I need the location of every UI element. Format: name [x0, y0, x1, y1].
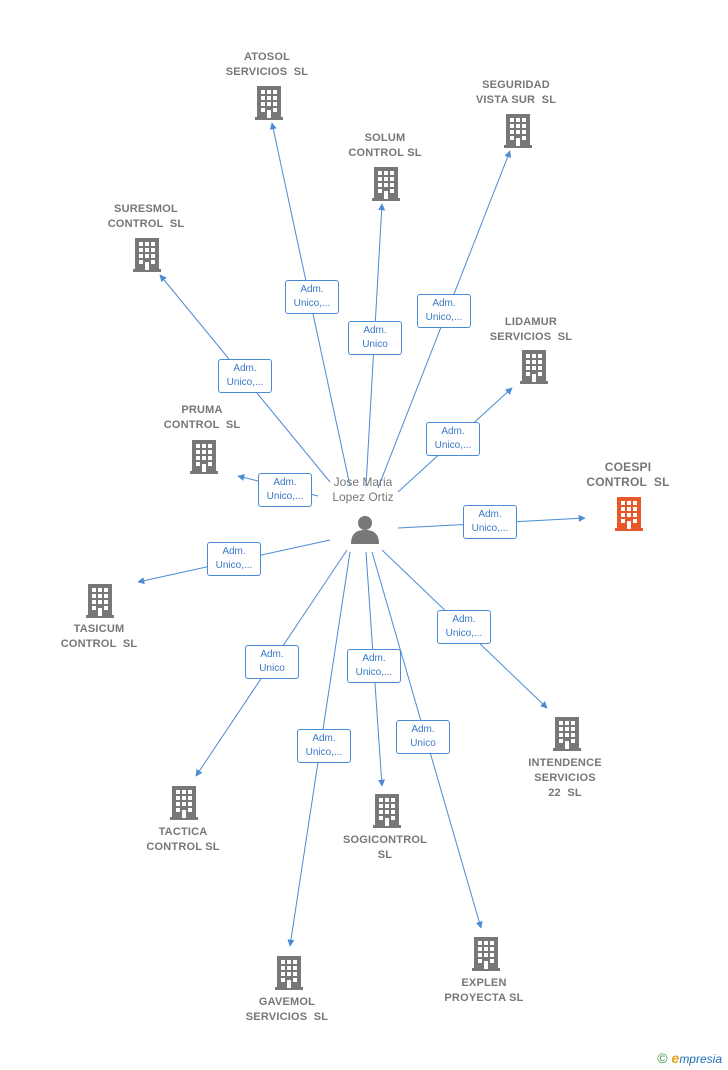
- building-icon[interactable]: [275, 956, 303, 990]
- role-label-gavemol[interactable]: Adm. Unico,...: [297, 729, 351, 763]
- building-icon[interactable]: [553, 717, 581, 751]
- role-label-suresmol[interactable]: Adm. Unico,...: [218, 359, 272, 393]
- role-label-explen[interactable]: Adm. Unico: [396, 720, 450, 754]
- role-label-sogicontrol[interactable]: Adm. Unico,...: [347, 649, 401, 683]
- building-icon[interactable]: [372, 167, 400, 201]
- company-name-tasicum[interactable]: TASICUM CONTROL SL: [60, 623, 138, 650]
- company-name-tactica[interactable]: TACTICA CONTROL SL: [146, 826, 220, 853]
- role-label-tactica[interactable]: Adm. Unico: [245, 645, 299, 679]
- brand-logo: ©empresia: [657, 1050, 722, 1066]
- role-label-pruma[interactable]: Adm. Unico,...: [258, 473, 312, 507]
- company-name-sogicontrol[interactable]: SOGICONTROL SL: [342, 834, 428, 861]
- building-icon[interactable]: [133, 238, 161, 272]
- role-label-lidamur[interactable]: Adm. Unico,...: [426, 422, 480, 456]
- company-name-suresmol[interactable]: SURESMOL CONTROL SL: [107, 203, 185, 230]
- building-icon[interactable]: [373, 794, 401, 828]
- building-icon[interactable]: [472, 937, 500, 971]
- center-person-name[interactable]: Jose Maria Lopez Ortiz: [332, 475, 394, 504]
- building-icon[interactable]: [615, 497, 643, 531]
- building-icon[interactable]: [86, 584, 114, 618]
- company-name-lidamur[interactable]: LIDAMUR SERVICIOS SL: [489, 316, 573, 343]
- role-label-tasicum[interactable]: Adm. Unico,...: [207, 542, 261, 576]
- building-icon[interactable]: [504, 114, 532, 148]
- company-name-atosol[interactable]: ATOSOL SERVICIOS SL: [225, 51, 309, 78]
- building-icon[interactable]: [190, 440, 218, 474]
- role-label-solum[interactable]: Adm. Unico: [348, 321, 402, 355]
- building-icon[interactable]: [520, 350, 548, 384]
- building-icon[interactable]: [255, 86, 283, 120]
- role-label-coespi[interactable]: Adm. Unico,...: [463, 505, 517, 539]
- role-label-atosol[interactable]: Adm. Unico,...: [285, 280, 339, 314]
- company-name-seguridad[interactable]: SEGURIDAD VISTA SUR SL: [475, 79, 557, 106]
- company-name-explen[interactable]: EXPLEN PROYECTA SL: [444, 977, 524, 1004]
- company-name-solum[interactable]: SOLUM CONTROL SL: [348, 132, 422, 159]
- company-name-intendence[interactable]: INTENDENCE SERVICIOS 22 SL: [528, 757, 602, 799]
- person-icon: [351, 516, 379, 544]
- role-label-intendence[interactable]: Adm. Unico,...: [437, 610, 491, 644]
- company-name-pruma[interactable]: PRUMA CONTROL SL: [163, 404, 241, 431]
- building-icon[interactable]: [170, 786, 198, 820]
- company-name-coespi[interactable]: COESPI CONTROL SL: [586, 460, 670, 489]
- role-label-seguridad[interactable]: Adm. Unico,...: [417, 294, 471, 328]
- company-name-gavemol[interactable]: GAVEMOL SERVICIOS SL: [245, 996, 329, 1023]
